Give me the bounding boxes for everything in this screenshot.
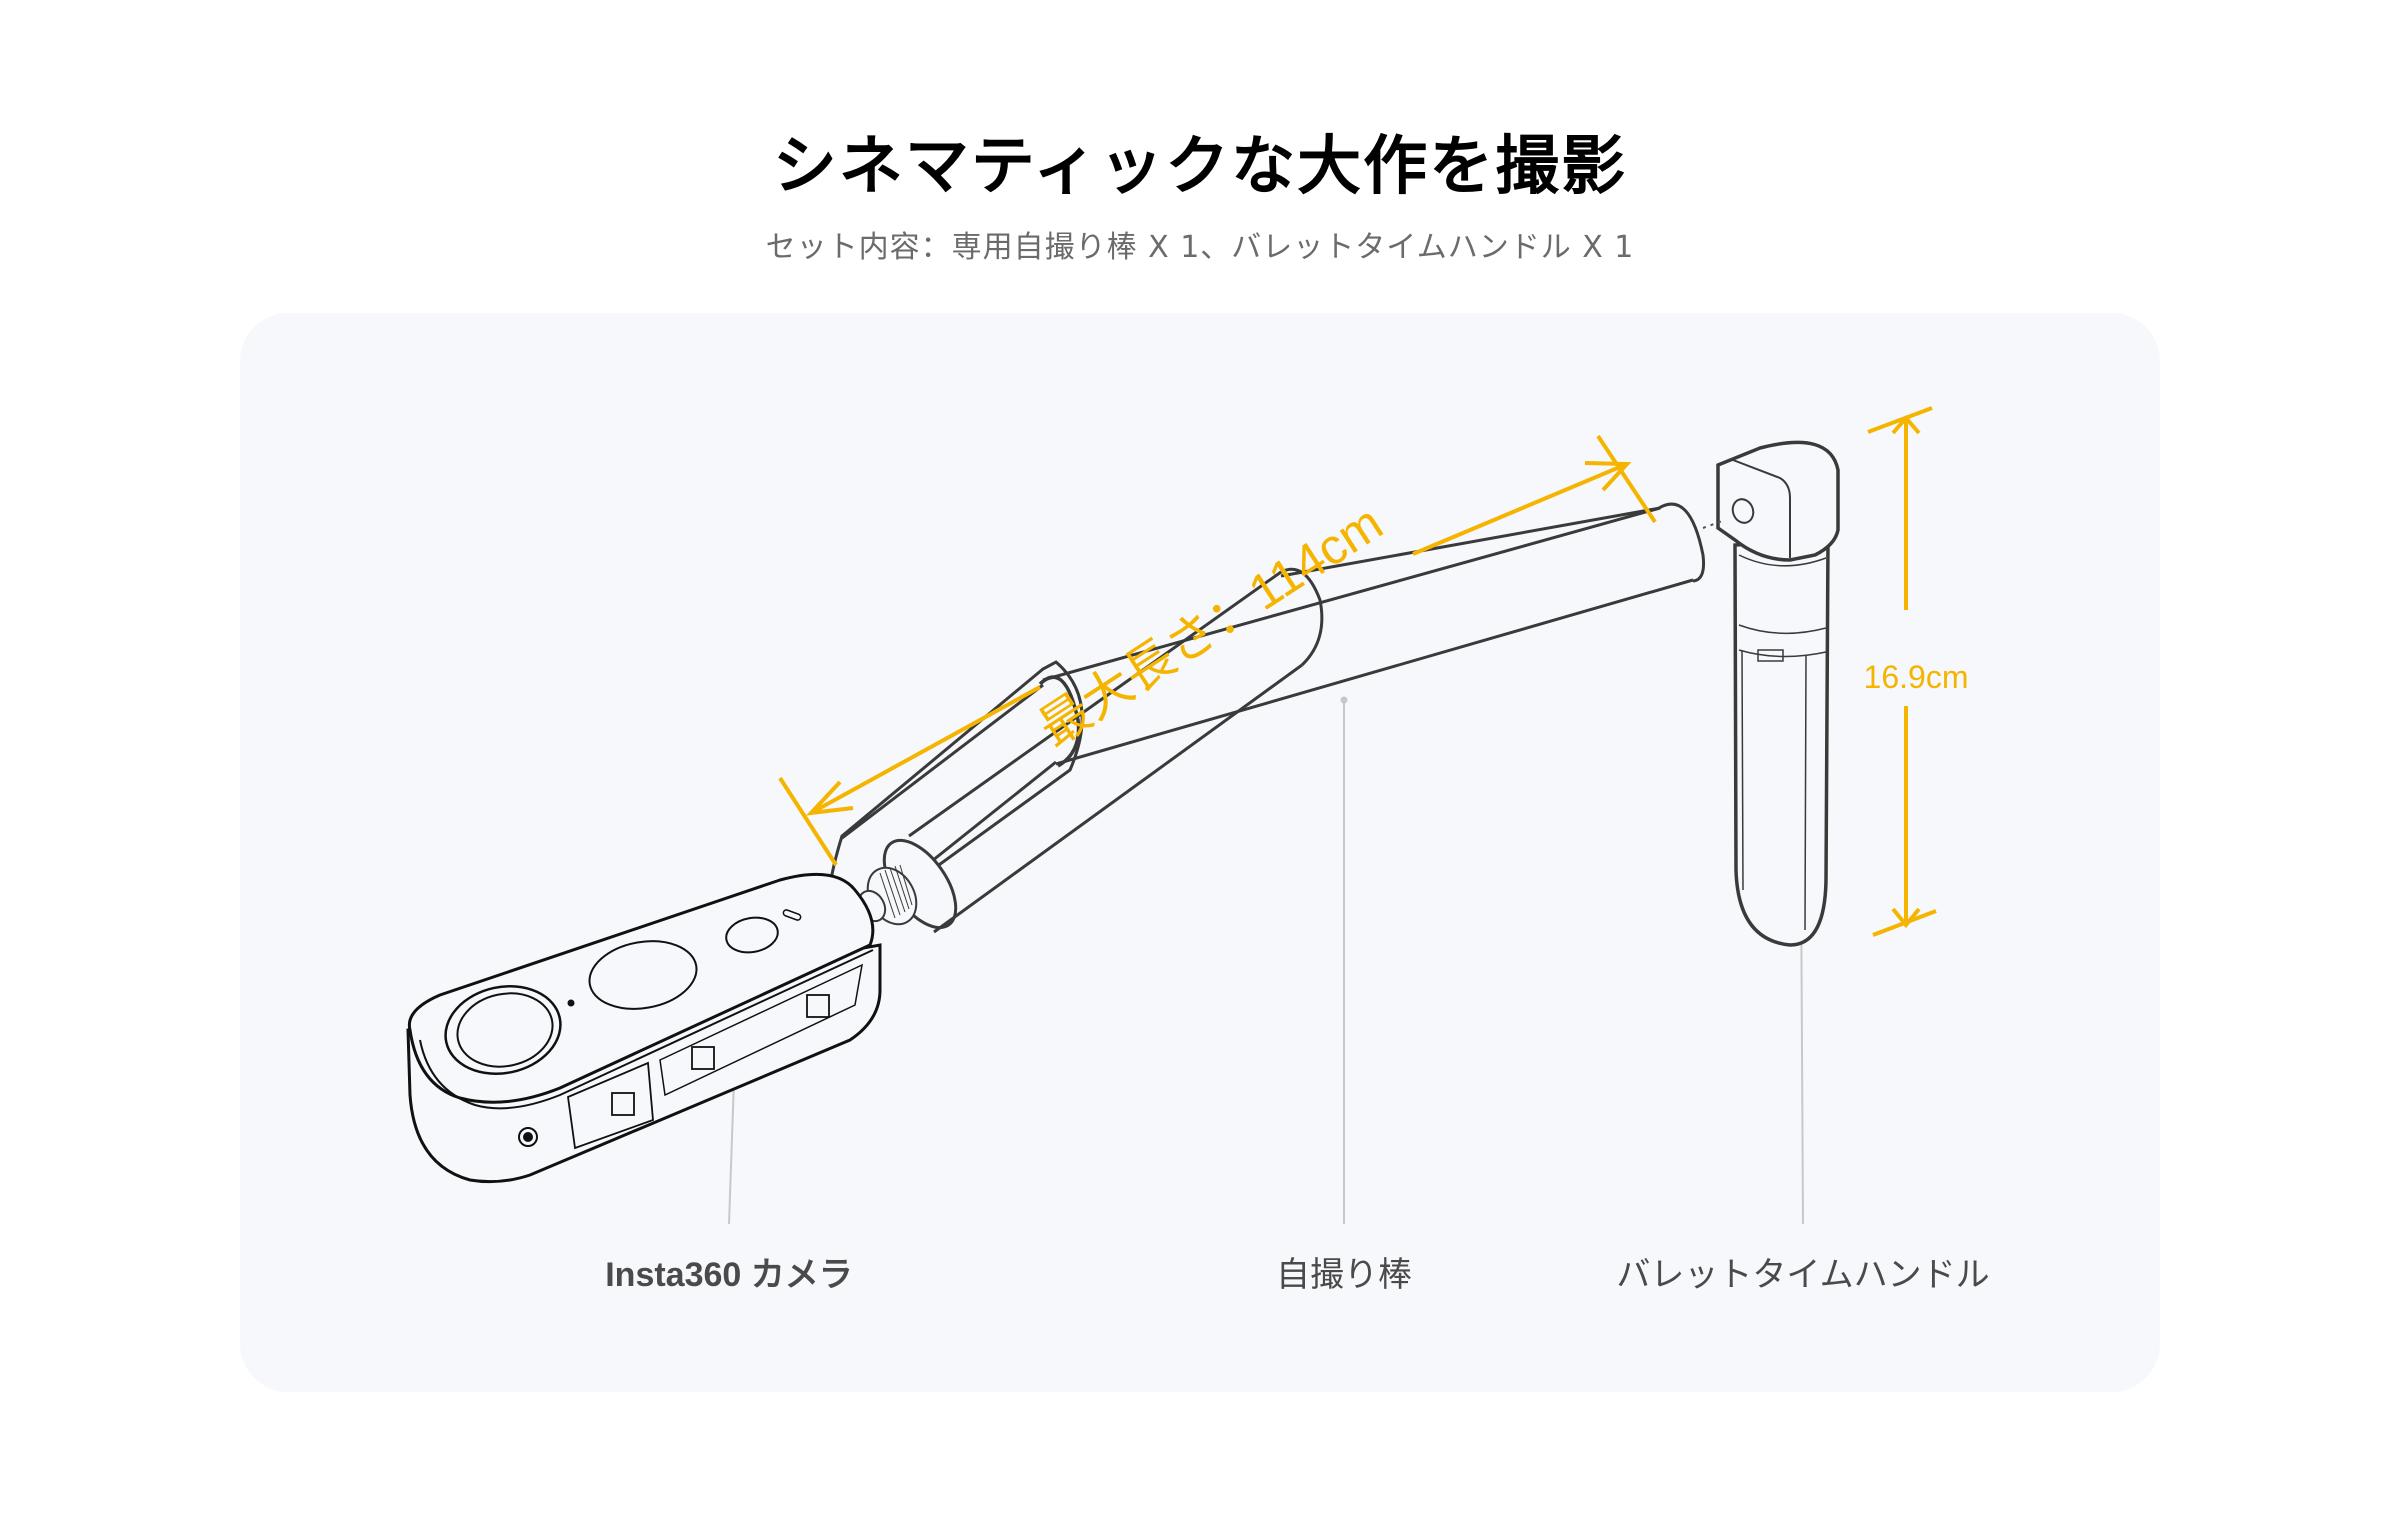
- label-insta360-camera: Insta360 カメラ: [605, 1256, 853, 1294]
- product-illustration-panel: [240, 313, 2160, 1392]
- page-title: シネマティックな大作を撮影: [772, 130, 1628, 204]
- pole-length-label: 最大長さ：114cm: [1029, 494, 1392, 757]
- handle-height-label: 16.9cm: [1864, 659, 1969, 695]
- pole-length-dimension: [778, 434, 1657, 867]
- set-contents-subtitle: セット内容：専用自撮り棒 X 1、バレットタイムハンドル X 1: [765, 230, 1635, 265]
- label-selfie-stick: 自撮り棒: [1276, 1255, 1412, 1295]
- bullet-time-handle-icon: [1716, 440, 1840, 947]
- label-bullet-time-handle: バレットタイムハンドル: [1616, 1255, 1990, 1295]
- handle-height-dimension: [1867, 406, 1937, 937]
- leader-lines: [728, 699, 1804, 1225]
- insta360-camera-icon: [406, 872, 882, 1184]
